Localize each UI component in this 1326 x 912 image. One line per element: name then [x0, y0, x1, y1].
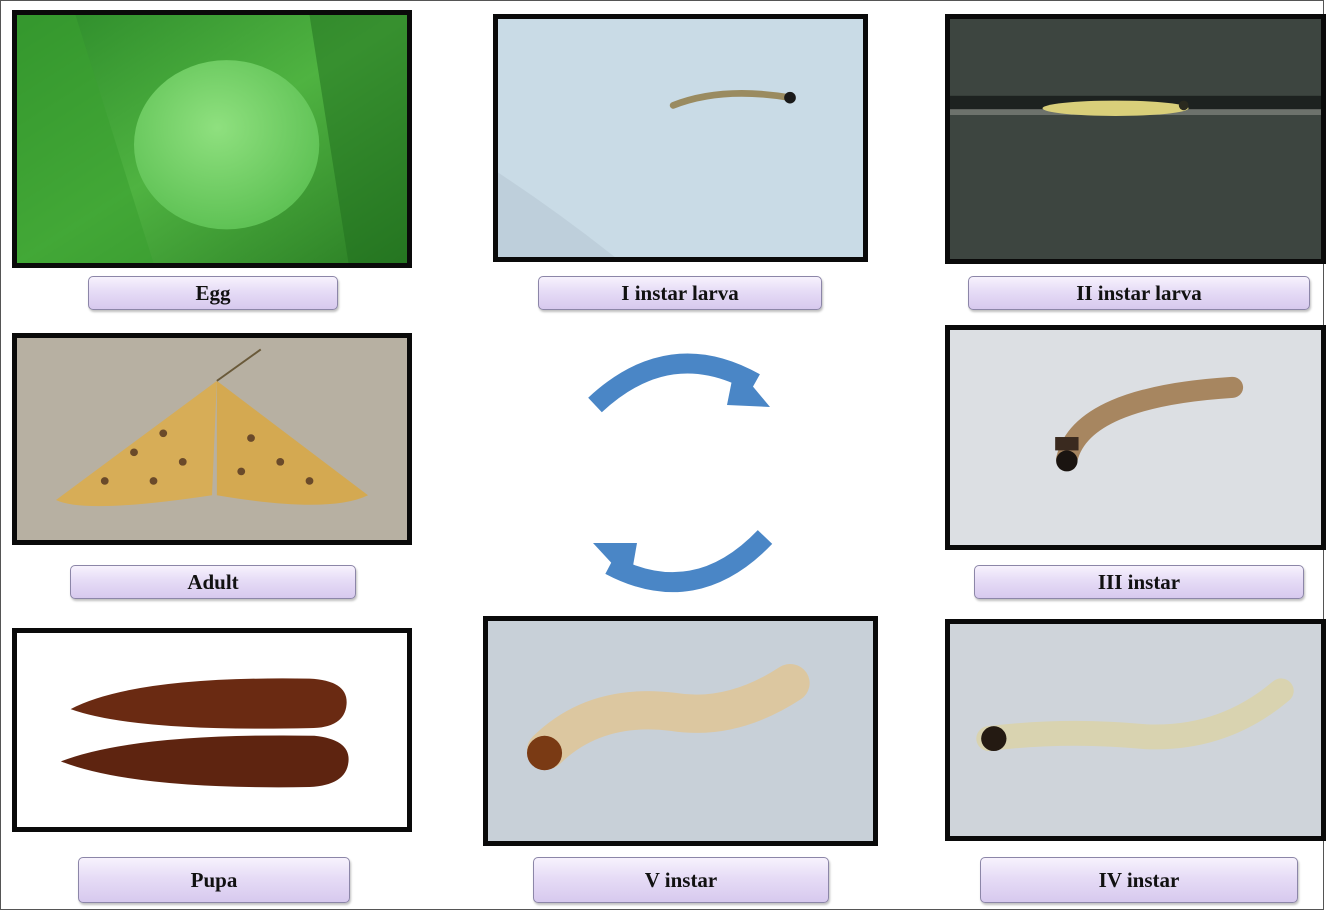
instar5-label: V instar: [533, 857, 829, 903]
instar1-photo: [493, 14, 868, 262]
egg-photo: [12, 10, 412, 268]
pupa-photo: [12, 628, 412, 832]
instar3-label: III instar: [974, 565, 1304, 599]
instar1-label: I instar larva: [538, 276, 822, 310]
pupa-label: Pupa: [78, 857, 350, 903]
curved-arrow-left-icon: [585, 525, 780, 600]
adult-photo: [12, 333, 412, 545]
adult-label: Adult: [70, 565, 356, 599]
curved-arrow-right-icon: [585, 345, 780, 420]
instar2-photo: [945, 14, 1326, 264]
instar2-label: II instar larva: [968, 276, 1310, 310]
instar5-photo: [483, 616, 878, 846]
instar4-label: IV instar: [980, 857, 1298, 903]
egg-label: Egg: [88, 276, 338, 310]
instar3-photo: [945, 325, 1326, 550]
instar4-photo: [945, 619, 1326, 841]
